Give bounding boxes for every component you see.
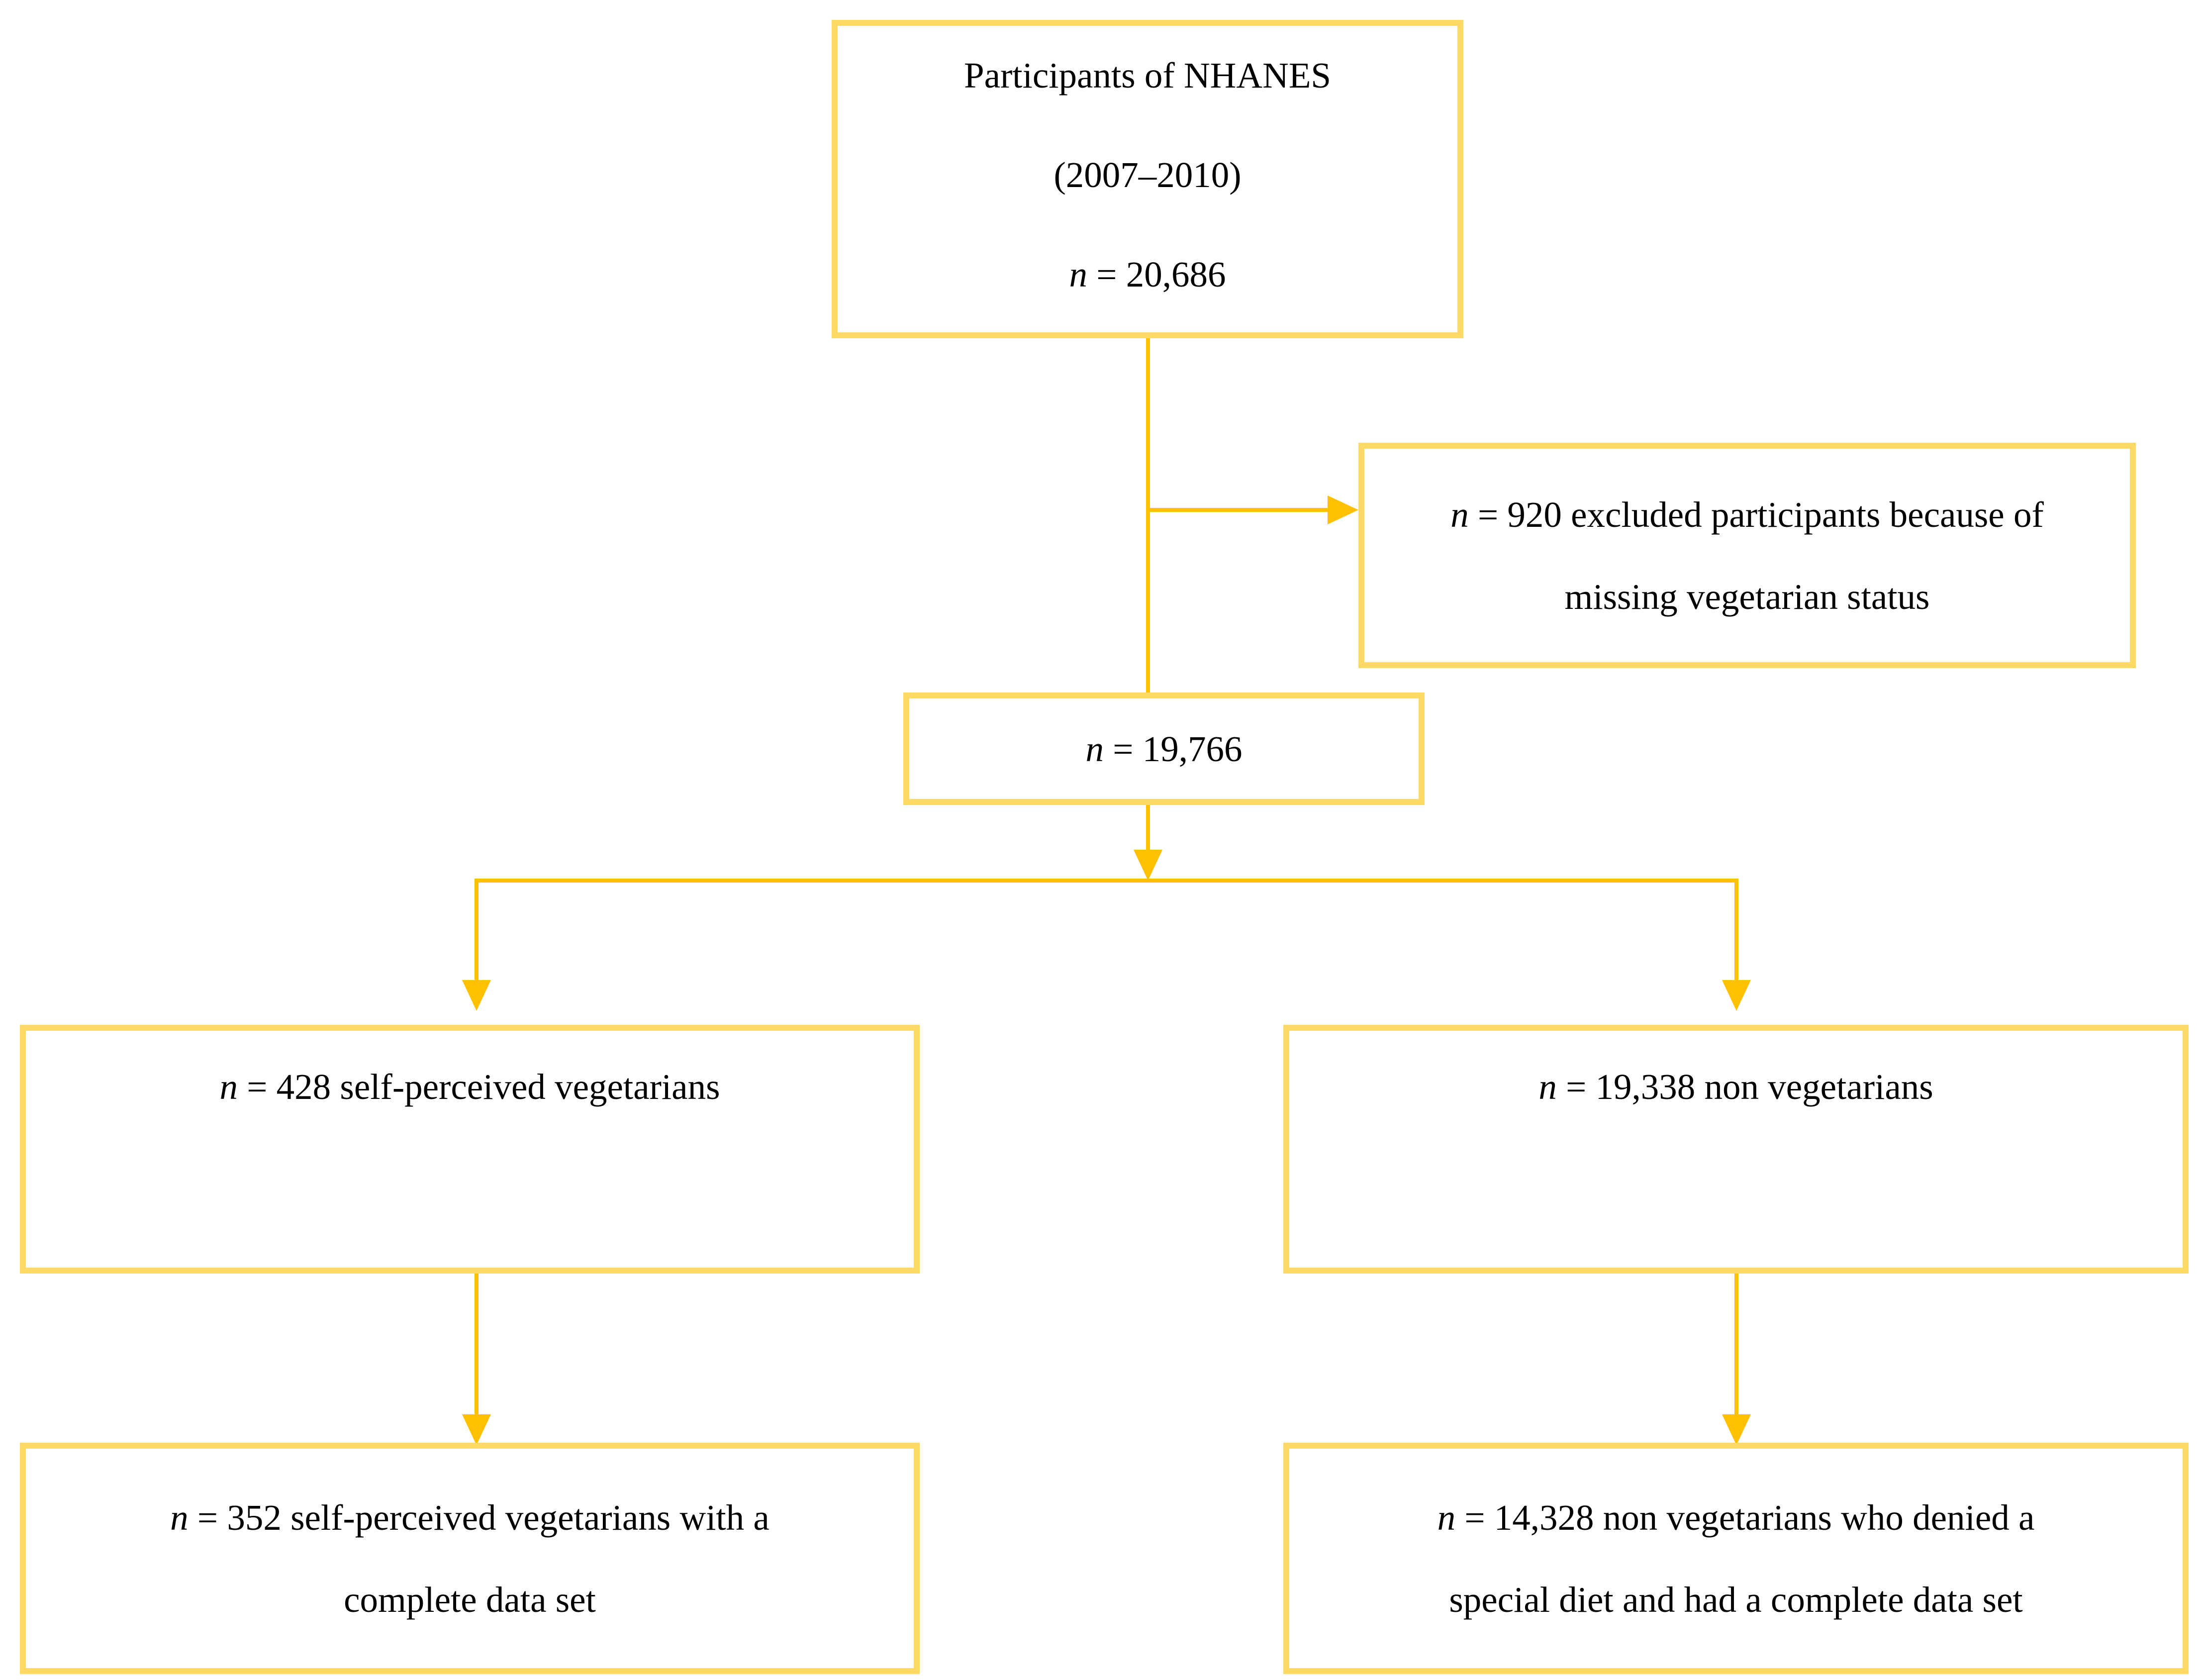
- connector-right-drop: [1734, 879, 1738, 982]
- connector-excluded-horizontal: [1146, 508, 1331, 512]
- box-line: n = 428 self-perceived vegetarians: [219, 1067, 720, 1107]
- box-line: missing vegetarian status: [1564, 576, 1930, 617]
- connector-left-drop: [475, 879, 479, 982]
- arrow-down-icon: [1134, 850, 1162, 881]
- box-line: n = 20,686: [1069, 254, 1226, 295]
- box-vegetarians-complete-data: n = 352 self-perceived vegetarians with …: [20, 1443, 920, 1674]
- box-self-perceived-vegetarians: n = 428 self-perceived vegetarians: [20, 1025, 920, 1274]
- arrow-right-icon: [1328, 495, 1358, 524]
- box-non-vegetarians-complete-data: n = 14,328 non vegetarians who denied a s…: [1283, 1443, 2189, 1674]
- box-line: n = 19,338 non vegetarians: [1538, 1067, 1933, 1107]
- connector-left-drop-2: [475, 1274, 479, 1417]
- connector-top-vertical: [1146, 338, 1150, 692]
- box-line: (2007–2010): [1054, 155, 1242, 195]
- box-line: Participants of NHANES: [963, 55, 1332, 96]
- box-line: n = 352 self-perceived vegetarians with …: [170, 1497, 769, 1538]
- arrow-down-icon: [1722, 980, 1751, 1011]
- box-after-exclusion: n = 19,766: [903, 692, 1425, 805]
- arrow-down-icon: [1722, 1414, 1751, 1445]
- box-line: complete data set: [344, 1579, 596, 1620]
- box-line: special diet and had a complete data set: [1449, 1579, 2023, 1620]
- box-non-vegetarians: n = 19,338 non vegetarians: [1283, 1025, 2189, 1274]
- box-line: n = 920 excluded participants because of: [1450, 494, 2044, 535]
- box-line: n = 14,328 non vegetarians who denied a: [1437, 1497, 2035, 1538]
- box-nhanes-participants: Participants of NHANES (2007–2010) n = 20,…: [832, 20, 1463, 338]
- connector-mid-vertical: [1146, 805, 1150, 852]
- arrow-down-icon: [462, 1414, 491, 1445]
- connector-branch-horizontal: [475, 879, 1738, 883]
- connector-right-drop-2: [1734, 1274, 1738, 1417]
- box-line: n = 19,766: [1085, 728, 1243, 769]
- arrow-down-icon: [462, 980, 491, 1011]
- box-excluded-missing-status: n = 920 excluded participants because of…: [1358, 443, 2136, 668]
